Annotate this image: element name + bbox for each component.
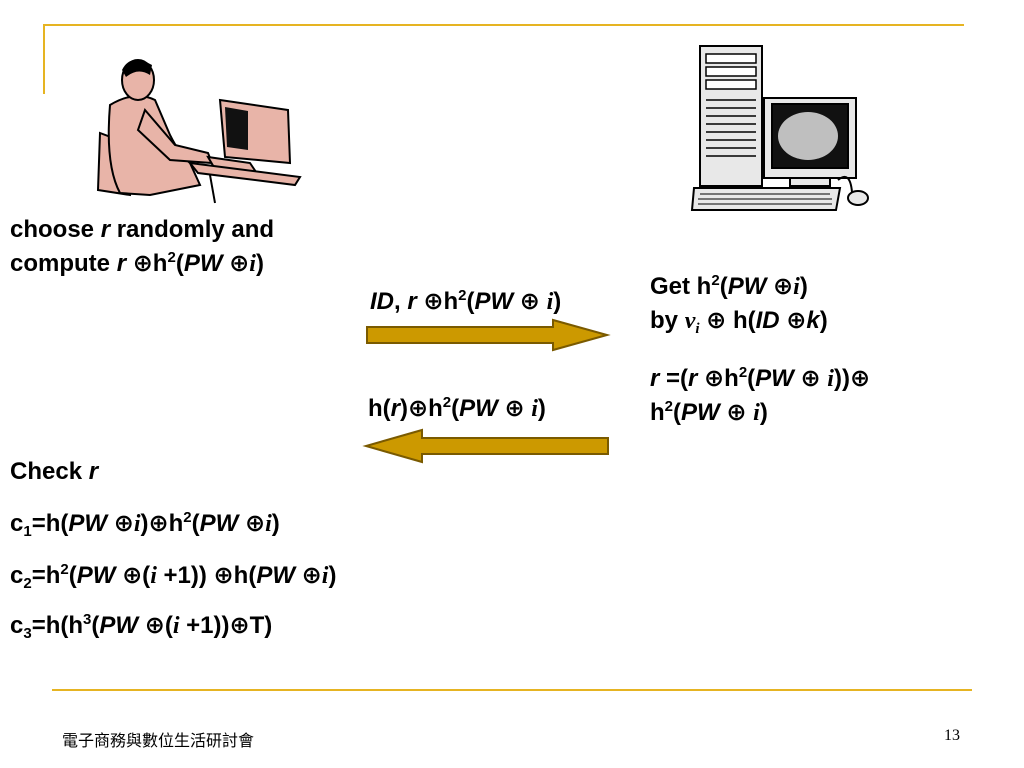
server-text-2: r =(r ⊕h2(PW ⊕ i))⊕ h2(PW ⊕ i) bbox=[650, 362, 870, 430]
bottom-rule bbox=[52, 689, 972, 691]
top-rule bbox=[44, 24, 964, 26]
check-c1: c1=h(PW ⊕i)⊕h2(PW ⊕i) bbox=[10, 509, 280, 540]
check-c2: c2=h2(PW ⊕(i +1)) ⊕h(PW ⊕i) bbox=[10, 561, 337, 592]
server-line-3: r =(r ⊕h2(PW ⊕ i))⊕ bbox=[650, 364, 871, 392]
client-line-2: compute r ⊕h2(PW ⊕i) bbox=[10, 249, 264, 277]
server-line-2: by vi ⊕ h(ID ⊕k) bbox=[650, 307, 828, 337]
server-text: Get h2(PW ⊕i) by vi ⊕ h(ID ⊕k) bbox=[650, 270, 828, 338]
arrow-left-icon bbox=[362, 428, 609, 464]
client-text: choose r randomly and compute r ⊕h2(PW ⊕… bbox=[10, 213, 274, 281]
left-rule bbox=[43, 24, 45, 94]
check-c3: c3=h(h3(PW ⊕(i +1))⊕T) bbox=[10, 611, 273, 642]
server-computer-icon bbox=[690, 45, 869, 211]
client-line-1: choose r randomly and bbox=[10, 216, 275, 243]
server-line-1: Get h2(PW ⊕i) bbox=[650, 272, 808, 300]
user-at-computer-icon bbox=[96, 59, 302, 204]
message-1-label: ID, r ⊕h2(PW ⊕ i) bbox=[370, 287, 562, 315]
arrow-right-icon bbox=[366, 318, 611, 352]
check-title: Check r bbox=[10, 458, 99, 485]
footer-title: 電子商務與數位生活研討會 bbox=[62, 733, 255, 750]
server-line-4: h2(PW ⊕ i) bbox=[650, 398, 768, 426]
message-2-label: h(r)⊕h2(PW ⊕ i) bbox=[368, 394, 546, 422]
page-number: 13 bbox=[944, 727, 960, 744]
